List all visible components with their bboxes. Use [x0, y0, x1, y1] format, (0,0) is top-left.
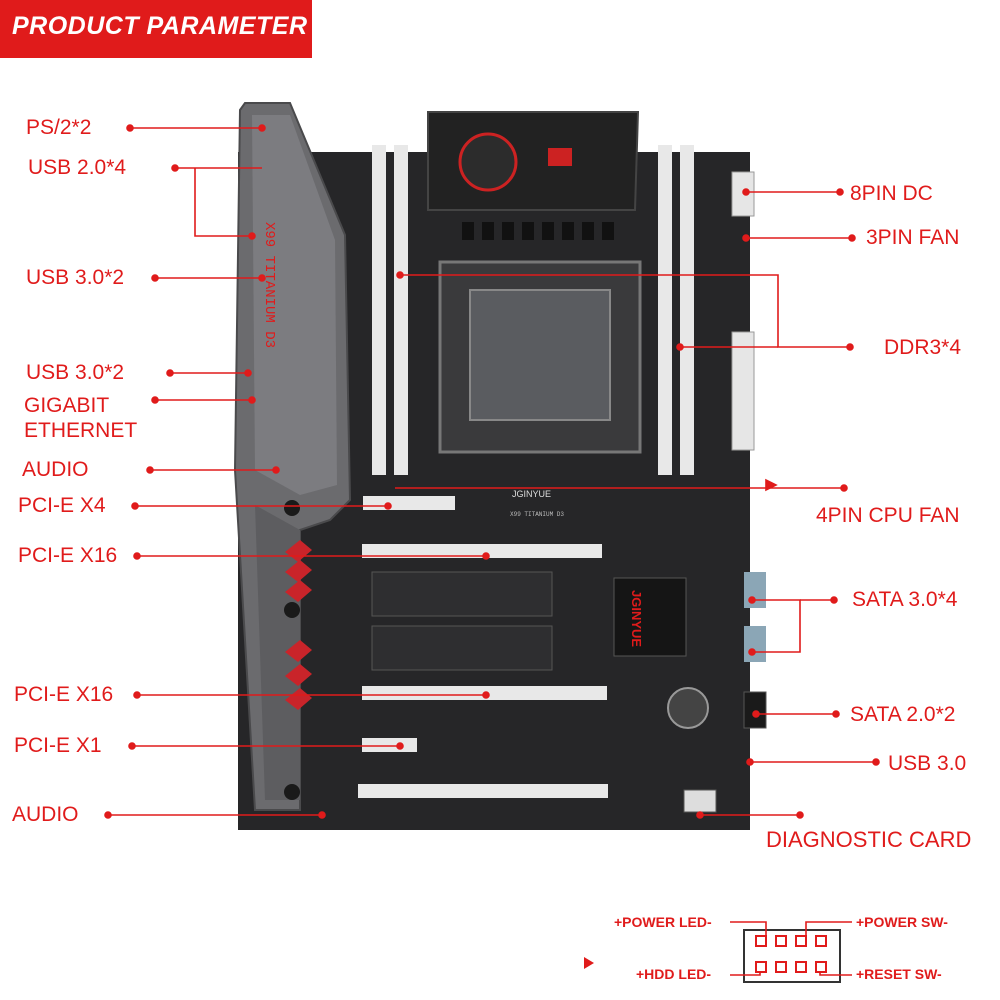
screw-hole	[284, 784, 300, 800]
label-pcie-x1: PCI-E X1	[14, 734, 102, 757]
label-power-sw: +POWER SW-	[856, 914, 948, 930]
banner-title: PRODUCT PARAMETER	[12, 12, 308, 40]
label-usb30-header: USB 3.0	[888, 752, 967, 775]
label-3pin-fan: 3PIN FAN	[866, 226, 960, 249]
label-gigabit: GIGABIT	[24, 394, 110, 417]
chipset-heatsink	[613, 577, 687, 657]
cmos-battery	[667, 687, 709, 729]
label-ps2: PS/2*2	[26, 116, 92, 139]
label-sata3: SATA 3.0*4	[852, 588, 958, 611]
io-armor-lower	[255, 505, 300, 800]
m2-slot	[371, 571, 553, 617]
title-banner: PRODUCT PARAMETER	[0, 0, 312, 58]
label-pcie-x16-b: PCI-E X16	[14, 683, 114, 706]
label-reset-sw: +RESET SW-	[856, 966, 942, 982]
heatsink-logo	[548, 148, 572, 166]
pcie-x1-slot	[362, 738, 417, 752]
cpu-socket-cover	[469, 289, 611, 421]
board-brand: JGINYUE	[512, 489, 551, 499]
label-usb30-b: USB 3.0*2	[26, 361, 125, 384]
label-4pin-cpu-fan: 4PIN CPU FAN	[816, 504, 960, 527]
label-audio-rear: AUDIO	[22, 458, 89, 481]
leader-lines-left	[104, 124, 490, 819]
label-pcie-x16-a: PCI-E X16	[18, 544, 118, 567]
debug-display	[683, 789, 717, 813]
label-ethernet: ETHERNET	[24, 419, 138, 442]
armor-chevrons	[285, 540, 312, 710]
front-panel-diagram	[584, 921, 852, 983]
m2-slot	[371, 625, 553, 671]
label-diagnostic-card: DIAGNOSTIC CARD	[766, 827, 972, 852]
chipset-label: JGINYUE	[629, 590, 644, 647]
screw-hole	[284, 602, 300, 618]
sata2-port	[743, 691, 767, 729]
leader-lines-right	[395, 188, 880, 819]
heatsink-fan	[458, 132, 518, 192]
label-ddr3: DDR3*4	[884, 336, 962, 359]
sata3-port	[744, 626, 766, 662]
io-armor-face	[252, 115, 337, 495]
label-pcie-x4: PCI-E X4	[18, 494, 106, 517]
label-sata2: SATA 2.0*2	[850, 703, 956, 726]
label-usb30-a: USB 3.0*2	[26, 266, 125, 289]
label-power-led: +POWER LED-	[614, 914, 712, 930]
atx-24pin	[731, 331, 755, 451]
dimm-slot	[394, 145, 408, 475]
label-8pin-dc: 8PIN DC	[850, 182, 933, 205]
dimm-slot	[680, 145, 694, 475]
label-audio-front: AUDIO	[12, 803, 79, 826]
dimm-slot	[658, 145, 672, 475]
sata3-port	[744, 572, 766, 608]
pcie-x16-slot	[362, 544, 602, 558]
dimm-slot	[372, 145, 386, 475]
label-hdd-led: +HDD LED-	[636, 966, 712, 982]
board-model: X99 TITANIUM D3	[510, 511, 564, 518]
armor-model-text: X99 TITANIUM D3	[261, 222, 277, 348]
label-usb20: USB 2.0*4	[28, 156, 127, 179]
pcie-x16-slot	[358, 784, 608, 798]
screw-hole	[284, 500, 300, 516]
pcie-x4-slot	[363, 496, 455, 510]
